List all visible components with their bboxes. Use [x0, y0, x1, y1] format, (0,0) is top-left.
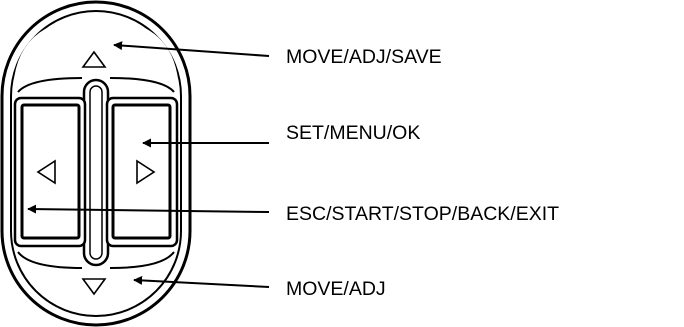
triangle-down-icon	[81, 278, 107, 296]
center-divider-inner	[89, 85, 103, 260]
down-button-divider	[17, 251, 175, 269]
callout-arrow-down	[133, 275, 270, 288]
up-button-divider	[17, 77, 175, 93]
callout-arrow-up	[113, 41, 270, 57]
up-button[interactable]	[13, 18, 179, 95]
callout-label-left: ESC/START/STOP/BACK/EXIT	[286, 203, 559, 225]
triangle-left-icon	[36, 159, 56, 185]
callout-label-right: SET/MENU/OK	[286, 122, 420, 144]
callout-label-up: MOVE/ADJ/SAVE	[286, 46, 442, 68]
down-button[interactable]	[17, 251, 175, 296]
left-button[interactable]	[13, 96, 87, 248]
callout-label-down: MOVE/ADJ	[286, 278, 386, 300]
keypad-inner-shell	[10, 10, 182, 317]
triangle-up-icon	[81, 50, 107, 68]
center-divider	[82, 78, 110, 267]
triangle-right-icon	[136, 159, 156, 185]
callout-arrow-left	[27, 204, 270, 214]
right-button[interactable]	[105, 96, 179, 248]
